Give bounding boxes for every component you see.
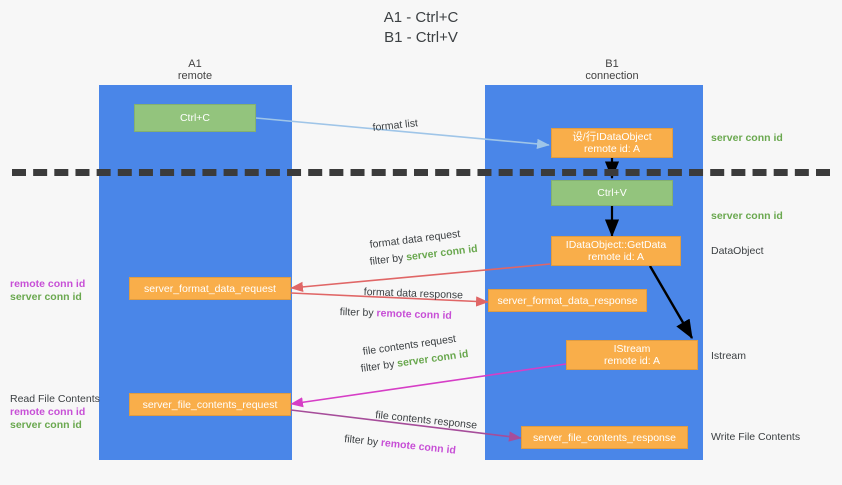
edge-format-list	[255, 117, 550, 149]
annotation-server-conn-id-top: server conn id	[711, 132, 783, 145]
node-server-format-data-response[interactable]: server_format_data_response	[488, 289, 647, 312]
annotation-l1-remote: remote conn id	[10, 278, 86, 290]
filter-by-text-2: filter by	[339, 306, 374, 320]
node-server-format-data-request[interactable]: server_format_data_request	[129, 277, 291, 300]
edge-file-contents-request	[290, 363, 567, 408]
annotation-read-file-contents: Read File Contents remote conn id server…	[10, 393, 100, 432]
node-ctrl-v[interactable]: Ctrl+V	[551, 180, 673, 206]
format-data-response-text: format data response	[363, 286, 464, 302]
annotation-l1-server: server conn id	[10, 291, 82, 303]
node-server-file-contents-response[interactable]: server_file_contents_response	[521, 426, 688, 449]
lane-a1-sub: remote	[177, 70, 213, 82]
lane-b1-sub: connection	[585, 70, 639, 82]
title-line-2: B1 - Ctrl+V	[384, 29, 458, 46]
annotation-left-conn-ids-top: remote conn id server conn id	[10, 278, 85, 304]
lane-header-a1: A1 remote	[134, 58, 256, 82]
edge-format-data-response	[290, 292, 489, 307]
lane-a1-name: A1	[188, 58, 202, 70]
node-idataobject-sub: remote id: A	[583, 143, 641, 155]
annotation-l2-title: Read File Contents	[10, 393, 100, 405]
node-istream[interactable]: IStream remote id: A	[566, 340, 698, 370]
node-server-file-contents-request-label: server_file_contents_request	[142, 398, 278, 411]
diagram-title: A1 - Ctrl+C B1 - Ctrl+V	[0, 8, 842, 48]
node-idataobject[interactable]: 设/行IDataObject remote id: A	[551, 128, 673, 158]
node-server-file-contents-response-label: server_file_contents_response	[532, 431, 676, 444]
node-istream-sub: remote id: A	[603, 355, 661, 367]
annotation-l2-server: server conn id	[10, 419, 82, 431]
annotation-r2-text: server conn id	[711, 210, 783, 222]
node-server-file-contents-request[interactable]: server_file_contents_request	[129, 393, 291, 416]
annotation-r5-text: Write File Contents	[711, 431, 801, 443]
annotation-r4-text: Istream	[711, 350, 747, 362]
phase-divider	[12, 169, 830, 176]
annotation-server-conn-id-mid: server conn id	[711, 210, 783, 223]
annotation-dataobject: DataObject	[711, 245, 764, 258]
annotation-istream: Istream	[711, 350, 746, 363]
edge-format-data-request	[290, 263, 551, 292]
edge-getdata-to-istream	[648, 265, 694, 340]
node-idataobject-label: 设/行IDataObject	[572, 131, 652, 143]
annotation-l2-remote: remote conn id	[10, 406, 86, 418]
node-getdata[interactable]: IDataObject::GetData remote id: A	[551, 236, 681, 266]
node-ctrl-c[interactable]: Ctrl+C	[134, 104, 256, 132]
remote-conn-id-text-1: remote conn id	[376, 307, 452, 322]
title-line-1: A1 - Ctrl+C	[383, 9, 459, 26]
edge-file-contents-response	[290, 409, 522, 442]
annotation-r3-text: DataObject	[711, 245, 764, 257]
node-server-format-data-request-label: server_format_data_request	[144, 282, 276, 295]
annotation-write-file-contents: Write File Contents	[711, 431, 800, 444]
node-istream-label: IStream	[613, 343, 651, 355]
node-server-format-data-response-label: server_format_data_response	[497, 294, 638, 307]
lane-header-b1: B1 connection	[551, 58, 673, 82]
lane-b1-name: B1	[605, 58, 619, 70]
node-getdata-label: IDataObject::GetData	[565, 239, 667, 251]
annotation-r1-text: server conn id	[711, 132, 783, 144]
node-ctrl-v-label: Ctrl+V	[597, 187, 627, 199]
node-getdata-sub: remote id: A	[587, 251, 645, 263]
node-ctrl-c-label: Ctrl+C	[179, 112, 211, 124]
filter-by-text-4: filter by	[343, 433, 379, 449]
